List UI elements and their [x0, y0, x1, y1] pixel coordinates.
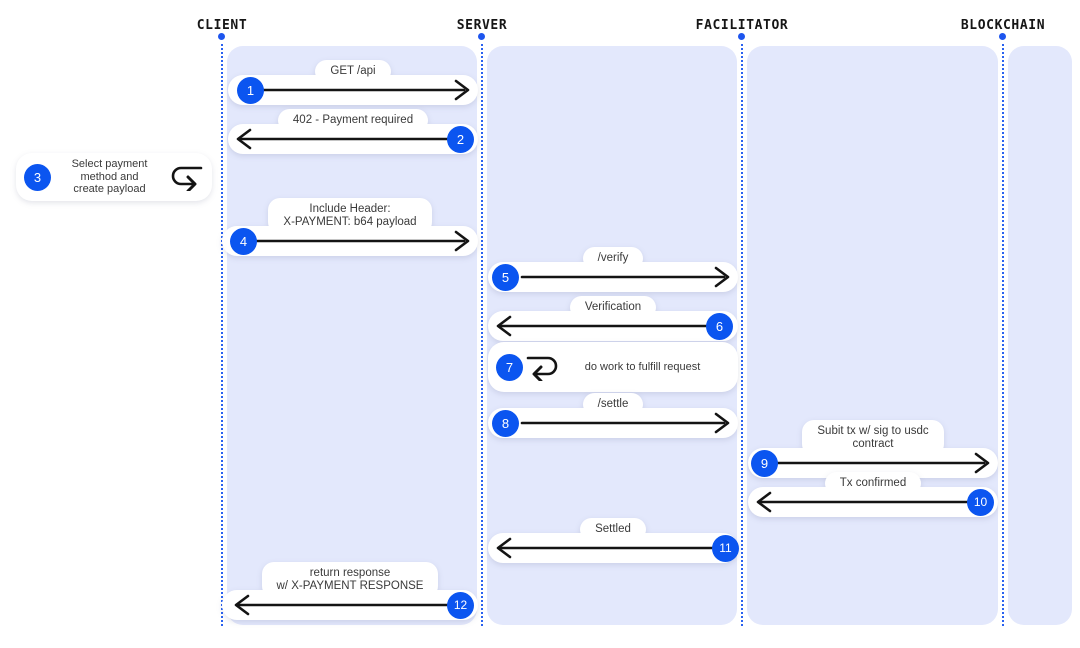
message-1: GET /api 1	[228, 60, 478, 105]
message-1-label: GET /api	[315, 60, 391, 83]
arrow-left-icon	[234, 594, 462, 616]
message-2-label: 402 - Payment required	[277, 109, 429, 132]
lifeline-dot-server	[478, 33, 485, 40]
actor-label-facilitator: FACILITATOR	[695, 18, 789, 33]
message-4-label: Include Header: X-PAYMENT: b64 payload	[268, 198, 432, 234]
step-number-badge: 2	[447, 125, 474, 153]
lifeline-facilitator	[741, 44, 743, 626]
lifeline-blockchain	[1002, 44, 1004, 626]
step-number-badge: 8	[492, 409, 519, 437]
message-10: Tx confirmed 10	[748, 472, 998, 517]
message-label-line: X-PAYMENT: b64 payload	[283, 216, 417, 228]
arrow-left-icon	[756, 491, 982, 513]
lifeline-dot-client	[218, 33, 225, 40]
arrow-left-icon	[496, 315, 722, 337]
actor-label-blockchain: BLOCKCHAIN	[960, 18, 1046, 33]
step-number-badge: 12	[447, 591, 474, 619]
message-label-line: Tx confirmed	[839, 477, 907, 489]
step-number-badge: 4	[230, 227, 257, 255]
step-number-badge: 5	[492, 263, 519, 291]
arrow-right-icon	[520, 266, 730, 288]
message-12: return response w/ X-PAYMENT RESPONSE 12	[222, 562, 478, 620]
message-label-line: return response	[309, 567, 391, 579]
message-4: Include Header: X-PAYMENT: b64 payload 4	[222, 198, 478, 256]
actor-label-client: CLIENT	[196, 18, 248, 33]
arrow-right-icon	[776, 452, 990, 474]
message-10-label: Tx confirmed	[824, 472, 922, 495]
message-label-line: Subit tx w/ sig to usdc	[817, 425, 929, 437]
step-number-badge: 6	[706, 312, 733, 340]
message-label-line: Settled	[595, 523, 631, 535]
message-8: /settle 8	[488, 393, 738, 438]
message-label-line: w/ X-PAYMENT RESPONSE	[276, 580, 424, 592]
message-9-label: Subit tx w/ sig to usdc contract	[802, 420, 944, 456]
message-label-line: GET /api	[330, 65, 376, 77]
message-9: Subit tx w/ sig to usdc contract 9	[748, 420, 998, 478]
message-8-label: /settle	[582, 393, 644, 416]
message-label-line: 402 - Payment required	[292, 114, 414, 126]
arrow-left-icon	[236, 128, 462, 150]
message-label-line: do work to fulfill request	[584, 360, 701, 373]
arrow-right-icon	[260, 79, 470, 101]
message-7-label: do work to fulfill request	[561, 361, 724, 374]
step-number-badge: 9	[751, 449, 778, 477]
message-7: 7 do work to fulfill request	[488, 342, 738, 392]
message-label-line: Select payment	[71, 158, 148, 171]
message-11: Settled 11	[488, 518, 739, 563]
panel-facilitator-blockchain	[747, 46, 998, 625]
step-number-badge: 11	[712, 534, 739, 562]
lifeline-client	[221, 44, 223, 626]
panel-right-edge	[1008, 46, 1072, 625]
arrow-left-icon	[496, 537, 720, 559]
step-number-badge: 3	[24, 163, 51, 191]
message-label-line: contract	[852, 438, 894, 450]
message-label-line: /verify	[597, 252, 629, 264]
actor-label-server: SERVER	[456, 18, 508, 33]
arrow-right-icon	[254, 230, 470, 252]
message-12-label: return response w/ X-PAYMENT RESPONSE	[261, 562, 439, 598]
message-label-line: method and	[80, 170, 139, 183]
self-note: 3 Select payment method and create paylo…	[16, 153, 212, 201]
message-label-line: Include Header:	[309, 203, 391, 215]
lifeline-dot-facilitator	[738, 33, 745, 40]
message-label-line: Verification	[584, 301, 642, 313]
lifeline-dot-blockchain	[999, 33, 1006, 40]
message-label-line: /settle	[597, 398, 629, 410]
step-number-badge: 10	[967, 488, 994, 516]
message-6: Verification 6	[488, 296, 738, 341]
step-number-badge: 1	[237, 76, 264, 104]
loop-back-icon	[526, 356, 558, 381]
message-5-label: /verify	[582, 247, 644, 270]
message-6-label: Verification	[569, 296, 657, 319]
self-note: 7 do work to fulfill request	[488, 342, 738, 392]
message-label-line: create payload	[73, 183, 146, 196]
hook-right-icon	[171, 166, 203, 191]
lifeline-server	[481, 44, 483, 626]
message-5: /verify 5	[488, 247, 738, 292]
message-3-label: Select payment method and create payload	[51, 158, 168, 196]
message-3: 3 Select payment method and create paylo…	[16, 153, 212, 201]
message-2: 402 - Payment required 2	[228, 109, 478, 154]
step-number-badge: 7	[496, 353, 523, 381]
message-11-label: Settled	[580, 518, 646, 541]
arrow-right-icon	[520, 412, 730, 434]
